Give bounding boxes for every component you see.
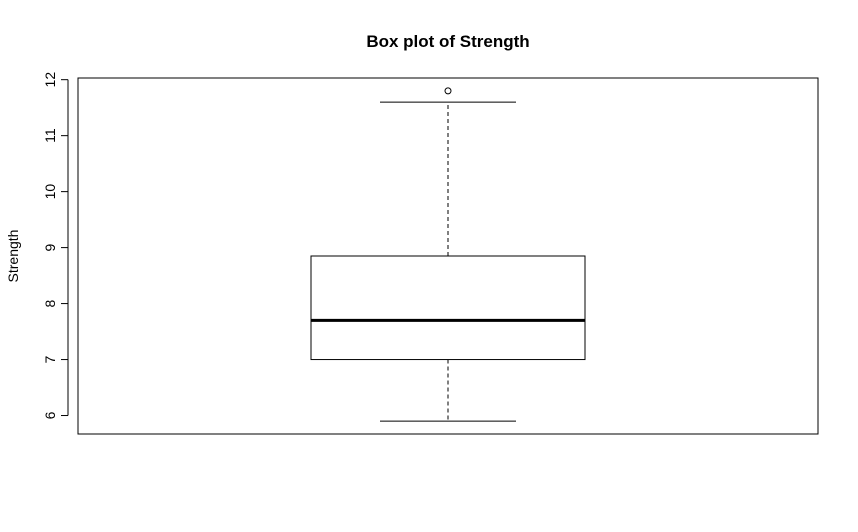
y-tick-label: 8 bbox=[42, 299, 58, 307]
box-group bbox=[310, 87, 586, 422]
iqr-box bbox=[310, 255, 586, 361]
y-tick-label: 10 bbox=[42, 184, 58, 200]
chart-title: Box plot of Strength bbox=[366, 32, 529, 51]
y-tick-label: 6 bbox=[42, 411, 58, 419]
y-tick-label: 7 bbox=[42, 355, 58, 363]
y-tick-label: 11 bbox=[42, 128, 58, 143]
outlier-point bbox=[444, 87, 452, 95]
plot-frame bbox=[77, 77, 819, 435]
y-tick-label: 12 bbox=[42, 72, 58, 88]
y-tick-label: 9 bbox=[42, 244, 58, 252]
y-axis: 6 7 8 9 10 11 12 bbox=[42, 72, 69, 419]
y-axis-label: Strength bbox=[5, 230, 21, 283]
